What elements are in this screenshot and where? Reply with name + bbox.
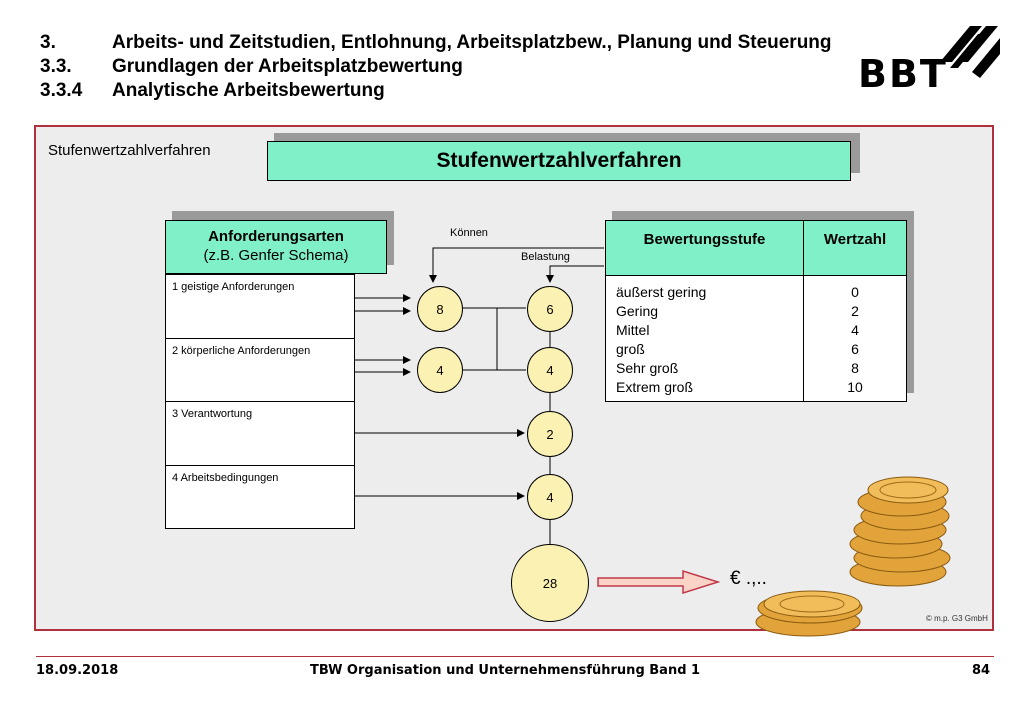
header-line-3: 3.3.4 Analytische Arbeitsbewertung	[40, 80, 385, 102]
footer-rule	[36, 656, 994, 657]
total-circle: 28	[511, 544, 589, 622]
rating-header-value: Wertzahl	[823, 231, 887, 248]
copyright-note: © m.p. G3 GmbH	[926, 614, 988, 623]
value-circle-belastung-4: 4	[527, 474, 573, 520]
koennen-label: Können	[450, 227, 488, 239]
rating-value: 4	[851, 322, 859, 338]
rating-level: groß	[616, 341, 645, 357]
panel-caption: Stufenwertzahlverfahren	[48, 142, 211, 159]
footer-date: 18.09.2018	[36, 663, 119, 678]
requirement-item-2: 2 körperliche Anforderungen	[165, 338, 355, 402]
result-amount: € .,..	[730, 568, 767, 589]
header-number: 3.3.4	[40, 80, 83, 101]
footer-page: 84	[972, 663, 991, 678]
logo-stripes-icon	[940, 26, 1000, 78]
banner-title: Stufenwertzahlverfahren	[436, 149, 682, 172]
requirement-item-3: 3 Verantwortung	[165, 401, 355, 466]
rating-value: 2	[851, 303, 859, 319]
value-circle-belastung-2: 4	[527, 347, 573, 393]
rating-values: 0 2 4 6 8 10	[803, 275, 907, 402]
rating-level: äußerst gering	[616, 284, 707, 300]
banner-title-box: Stufenwertzahlverfahren	[267, 141, 851, 181]
requirement-item-1: 1 geistige Anforderungen	[165, 274, 355, 339]
requirement-item-4: 4 Arbeitsbedingungen	[165, 465, 355, 529]
bbt-logo: BBT	[858, 20, 1004, 96]
rating-levels: äußerst gering Gering Mittel groß Sehr g…	[605, 275, 804, 402]
rating-level: Mittel	[616, 322, 650, 338]
requirements-subtitle: (z.B. Genfer Schema)	[203, 247, 349, 264]
header-text: Grundlagen der Arbeitsplatzbewertung	[112, 56, 463, 77]
rating-level: Gering	[616, 303, 659, 319]
requirements-header: Anforderungsarten (z.B. Genfer Schema)	[165, 220, 387, 274]
rating-value: 8	[851, 360, 859, 376]
belastung-label: Belastung	[521, 251, 570, 263]
value-circle-belastung-1: 6	[527, 286, 573, 332]
rating-header-col2: Wertzahl	[803, 220, 907, 276]
rating-level: Sehr groß	[616, 360, 679, 376]
result-arrow-icon	[597, 569, 721, 595]
rating-level: Extrem groß	[616, 379, 694, 395]
header-number: 3.	[40, 32, 56, 53]
value-circle-koennen-1: 8	[417, 286, 463, 332]
value-circle-koennen-2: 4	[417, 347, 463, 393]
header-line-1: 3. Arbeits- und Zeitstudien, Entlohnung, …	[40, 32, 832, 54]
rating-value: 6	[851, 341, 859, 357]
rating-value: 0	[851, 284, 859, 300]
requirements-title: Anforderungsarten	[208, 228, 344, 245]
header-line-2: 3.3. Grundlagen der Arbeitsplatzbewertung	[40, 56, 463, 78]
rating-value: 10	[847, 379, 863, 395]
header-text: Arbeits- und Zeitstudien, Entlohnung, Ar…	[112, 32, 832, 53]
header-number: 3.3.	[40, 56, 72, 77]
rating-header-level: Bewertungsstufe	[643, 231, 766, 248]
value-circle-belastung-3: 2	[527, 411, 573, 457]
logo-text: BBT	[858, 52, 948, 96]
header-text: Analytische Arbeitsbewertung	[112, 80, 385, 101]
footer-title: TBW Organisation und Unternehmensführung…	[310, 663, 701, 678]
